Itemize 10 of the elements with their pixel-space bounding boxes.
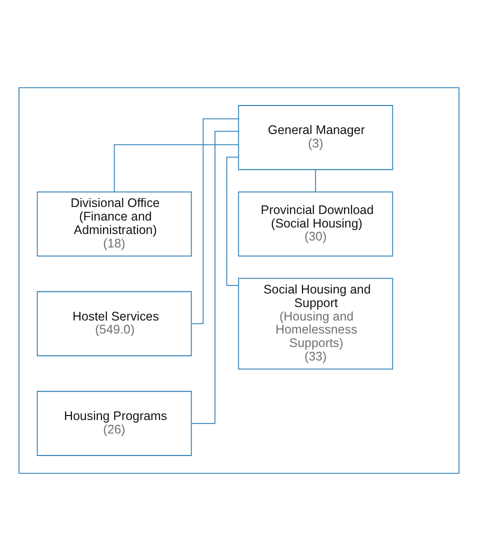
node-box: Social Housing and Support (Housing and Homelessness Supports) (33) xyxy=(238,277,394,370)
node-box: Housing Programs (26) xyxy=(36,390,192,456)
node-box: General Manager (3) xyxy=(238,104,394,170)
connector xyxy=(114,144,239,192)
connector xyxy=(315,168,316,192)
node-box: Hostel Services (549.0) xyxy=(36,290,192,356)
cluster xyxy=(18,86,460,474)
node-box: Provincial Download (Social Housing) (30) xyxy=(238,190,394,256)
connector xyxy=(190,130,239,424)
node-box: Divisional Office (Finance and Administration) (18) xyxy=(36,190,192,256)
